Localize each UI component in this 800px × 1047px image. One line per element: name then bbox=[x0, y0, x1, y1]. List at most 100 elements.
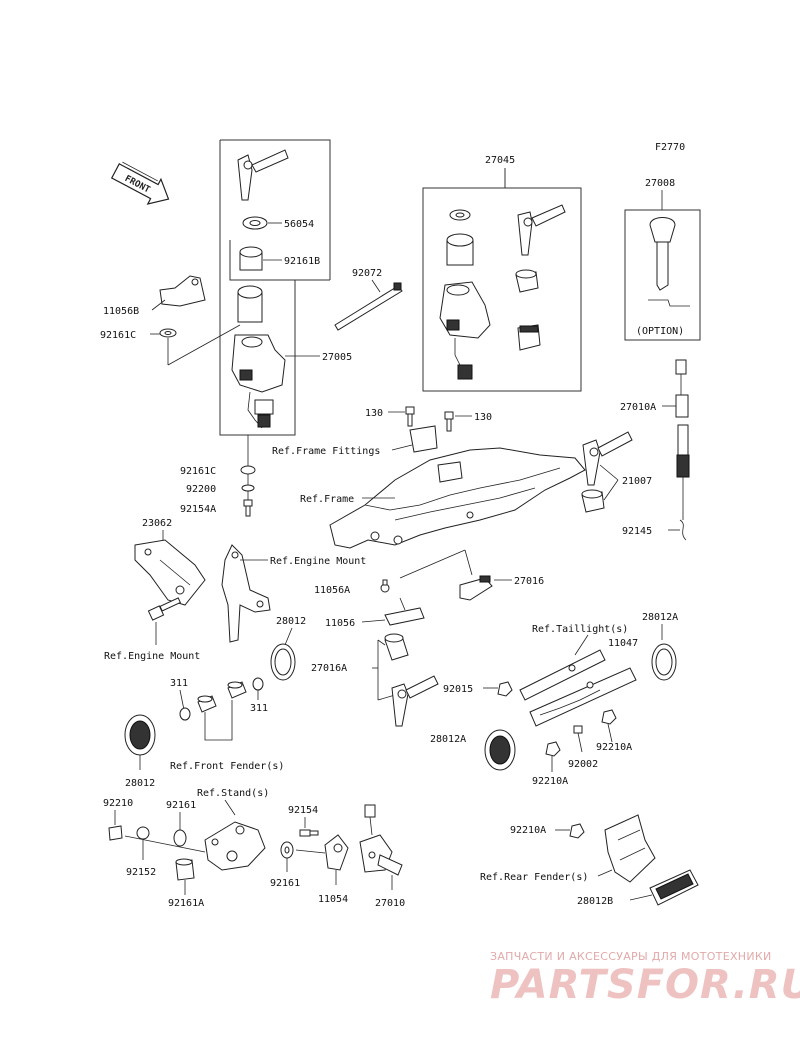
nut-311-left bbox=[179, 707, 191, 721]
label-130-left: 130 bbox=[365, 408, 383, 419]
label-311-left: 311 bbox=[170, 678, 188, 689]
reflector-28012-bottom bbox=[124, 714, 156, 756]
label-28012A-top: 28012A bbox=[642, 612, 678, 623]
label-92210: 92210 bbox=[103, 798, 133, 809]
label-92145: 92145 bbox=[622, 526, 652, 537]
bolt-11056A bbox=[380, 579, 390, 593]
label-92210A-mid: 92210A bbox=[532, 776, 568, 787]
label-56054: 56054 bbox=[284, 219, 314, 230]
key-icon-21007 bbox=[582, 431, 633, 486]
label-92015: 92015 bbox=[443, 684, 473, 695]
bolt-92002 bbox=[573, 725, 583, 734]
washer-92161-low bbox=[280, 841, 294, 859]
cylinder-27005 bbox=[237, 285, 263, 323]
ref-frame: Ref.Frame bbox=[300, 494, 354, 505]
washer-56054 bbox=[242, 216, 268, 230]
reflector-28012-top bbox=[270, 643, 296, 681]
grommet-92161C-top bbox=[159, 328, 177, 338]
label-92161-low: 92161 bbox=[270, 878, 300, 889]
label-92210A-right: 92210A bbox=[596, 742, 632, 753]
cap-92210 bbox=[108, 825, 123, 841]
label-92161A: 92161A bbox=[168, 898, 204, 909]
bolt-engine-mount bbox=[147, 597, 181, 621]
key-icon-27016A bbox=[391, 675, 439, 727]
ref-front-fender: Ref.Front Fender(s) bbox=[170, 761, 284, 772]
ref-frame-fittings: Ref.Frame Fittings bbox=[272, 446, 380, 457]
label-28012-bottom: 28012 bbox=[125, 778, 155, 789]
nut-311-right bbox=[252, 677, 264, 691]
plate-11056 bbox=[384, 597, 425, 626]
label-27005: 27005 bbox=[322, 352, 352, 363]
label-11056A: 11056A bbox=[314, 585, 350, 596]
bracket-11047 bbox=[519, 649, 637, 727]
label-92072: 92072 bbox=[352, 268, 382, 279]
label-11047: 11047 bbox=[608, 638, 638, 649]
front-arrow-icon: FRONT bbox=[110, 161, 170, 205]
ref-engine-mount-bottom: Ref.Engine Mount bbox=[104, 651, 200, 662]
rear-fender-bracket bbox=[604, 814, 656, 883]
label-311-right: 311 bbox=[250, 703, 268, 714]
spacer-front bbox=[197, 695, 217, 713]
key-icon-27045 bbox=[517, 204, 566, 256]
figure-code: F2770 bbox=[655, 142, 685, 153]
cable-tie-92072 bbox=[334, 282, 403, 331]
label-27008: 27008 bbox=[645, 178, 675, 189]
switch-body-27045 bbox=[439, 281, 491, 380]
nut-92210A-right bbox=[601, 709, 617, 725]
watermark-brand: PARTSFOR.RU bbox=[490, 962, 800, 1008]
nut-92210A-low bbox=[569, 823, 585, 839]
stand-bracket bbox=[204, 821, 266, 871]
stand-switch-27010 bbox=[359, 804, 403, 876]
washer-92152 bbox=[136, 826, 150, 840]
group-box-27045 bbox=[422, 187, 582, 392]
label-23062: 23062 bbox=[142, 518, 172, 529]
bracket-27016 bbox=[459, 575, 493, 601]
label-130-right: 130 bbox=[474, 412, 492, 423]
label-27045: 27045 bbox=[485, 155, 515, 166]
group-box-27005 bbox=[219, 139, 331, 436]
bolt-92154 bbox=[299, 829, 319, 837]
bracket-frame-fittings bbox=[409, 425, 438, 453]
label-27016A: 27016A bbox=[311, 663, 347, 674]
cam-11054 bbox=[324, 834, 349, 871]
spacer-front-2 bbox=[227, 681, 247, 699]
label-28012-top: 28012 bbox=[276, 616, 306, 627]
ref-engine-mount-top: Ref.Engine Mount bbox=[270, 556, 366, 567]
label-27010: 27010 bbox=[375, 898, 405, 909]
ref-stand: Ref.Stand(s) bbox=[197, 788, 269, 799]
cylinder-27016A bbox=[384, 633, 409, 661]
bracket-23062 bbox=[134, 539, 206, 606]
label-option: (OPTION) bbox=[636, 326, 684, 337]
cap-92161A bbox=[175, 858, 195, 881]
group-box-27008 bbox=[624, 209, 701, 341]
bolt-130-left bbox=[405, 406, 415, 427]
label-92161C-top: 92161C bbox=[100, 330, 136, 341]
bracket-11056B bbox=[159, 275, 206, 307]
lock-cap-21007 bbox=[581, 489, 605, 513]
label-92161B: 92161B bbox=[284, 256, 320, 267]
washer-92161 bbox=[173, 829, 187, 847]
switch-27010A bbox=[675, 359, 690, 541]
label-27016: 27016 bbox=[514, 576, 544, 587]
label-92154: 92154 bbox=[288, 805, 318, 816]
nut-92015 bbox=[497, 681, 513, 697]
nut-92210A-mid bbox=[545, 741, 561, 757]
ref-rear-fender: Ref.Rear Fender(s) bbox=[480, 872, 588, 883]
key-blank-27008 bbox=[648, 217, 690, 307]
label-11056B: 11056B bbox=[103, 306, 139, 317]
label-11056: 11056 bbox=[325, 618, 355, 629]
label-28012B: 28012B bbox=[577, 896, 613, 907]
washer-27045 bbox=[449, 209, 471, 221]
label-92210A-low: 92210A bbox=[510, 825, 546, 836]
frame bbox=[329, 447, 586, 549]
bolt-92154A bbox=[243, 499, 253, 517]
label-92154A: 92154A bbox=[180, 504, 216, 515]
reflector-28012A-bottom bbox=[484, 729, 516, 771]
washer-92200 bbox=[241, 484, 255, 492]
bolt-130-right bbox=[444, 411, 454, 432]
cylinder-27045 bbox=[446, 233, 474, 266]
label-92152: 92152 bbox=[126, 867, 156, 878]
cap-92161B bbox=[239, 246, 263, 271]
label-92002: 92002 bbox=[568, 759, 598, 770]
